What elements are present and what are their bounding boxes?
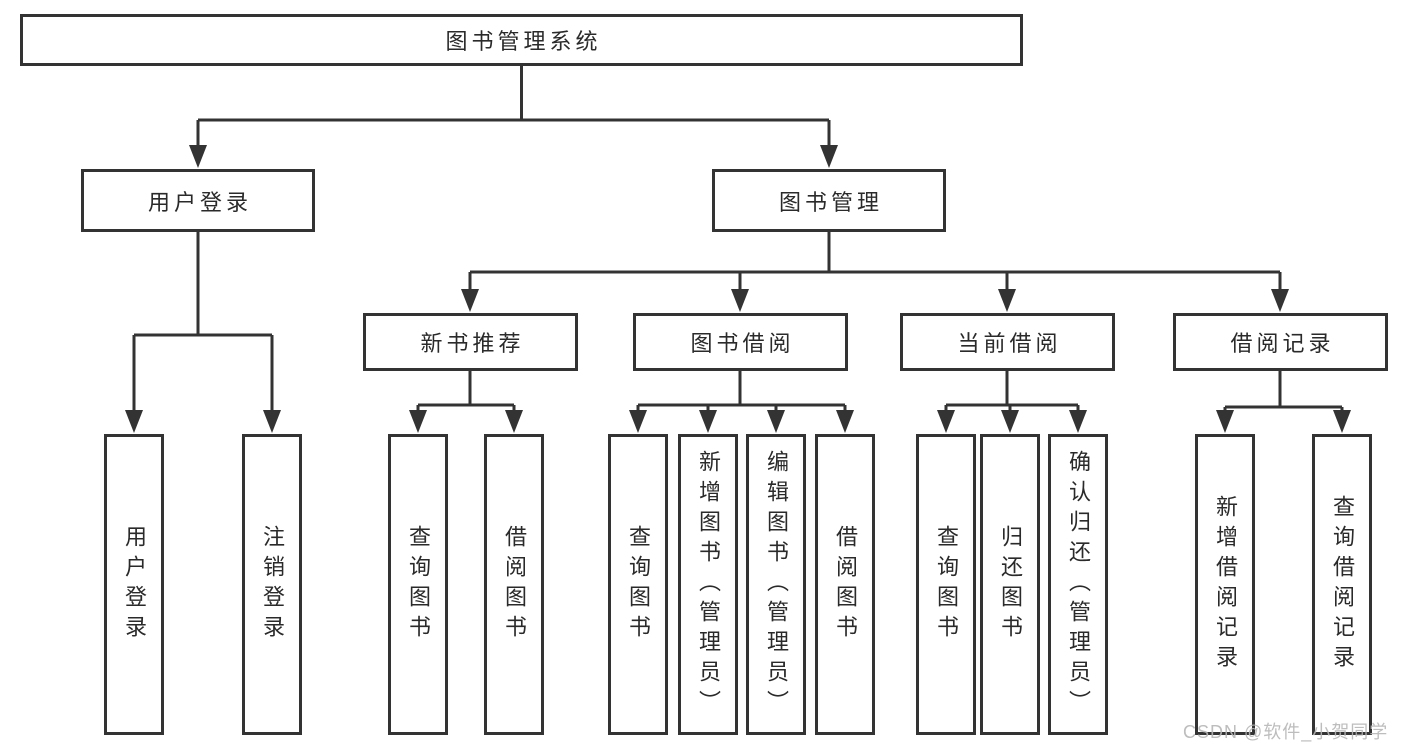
leaf-newbook-borrow-books: 借阅图书: [484, 434, 544, 735]
node-book-management: 图书管理: [712, 169, 946, 232]
leaf-record-query-borrow-record: 查询借阅记录: [1312, 434, 1372, 735]
node-current-borrowing: 当前借阅: [900, 313, 1115, 371]
node-book-borrowing: 图书借阅: [633, 313, 848, 371]
leaf-borrow-add-books-admin: 新增图书（管理员）: [678, 434, 738, 735]
leaf-borrow-query-books: 查询图书: [608, 434, 668, 735]
leaf-borrow-edit-books-admin: 编辑图书（管理员）: [746, 434, 806, 735]
leaf-logout: 注销登录: [242, 434, 302, 735]
node-new-book-recommend: 新书推荐: [363, 313, 578, 371]
node-borrowing-records: 借阅记录: [1173, 313, 1388, 371]
leaf-current-confirm-return-admin: 确认归还（管理员）: [1048, 434, 1108, 735]
leaf-record-add-borrow-record: 新增借阅记录: [1195, 434, 1255, 735]
leaf-newbook-query-books: 查询图书: [388, 434, 448, 735]
node-library-system-root: 图书管理系统: [20, 14, 1023, 66]
leaf-borrow-borrow-books: 借阅图书: [815, 434, 875, 735]
leaf-current-return-books: 归还图书: [980, 434, 1040, 735]
node-user-login: 用户登录: [81, 169, 315, 232]
leaf-user-login: 用户登录: [104, 434, 164, 735]
arrowheads: [125, 145, 1351, 433]
leaf-current-query-books: 查询图书: [916, 434, 976, 735]
csdn-watermark: CSDN @软件_小贺同学: [1183, 722, 1389, 742]
